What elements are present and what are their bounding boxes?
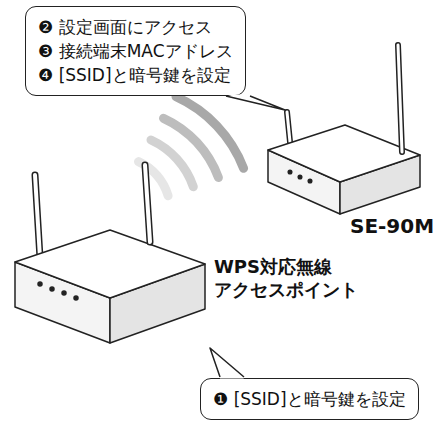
device-name: SE-90M [350,214,434,239]
callout-text: ❶ [SSID]と暗号鍵を設定 [213,387,406,411]
callout-tail [226,95,285,111]
callout-text: ❹ [SSID]と暗号鍵を設定 [38,63,233,87]
callout-bubble: ❷ 設定画面にアクセス❸ 接続端末MACアドレス❹ [SSID]と暗号鍵を設定 [25,6,246,96]
callout-text: ❷ 設定画面にアクセス [38,15,233,39]
device-name: WPS対応無線 アクセスポイント [214,256,374,301]
callout-text: ❸ 接続端末MACアドレス [38,39,233,63]
callout-bubble: ❶ [SSID]と暗号鍵を設定 [200,378,419,420]
access-point-device [15,165,205,343]
se90m-device [268,45,420,214]
radio-waves [139,97,244,196]
callout-tail [210,348,244,379]
